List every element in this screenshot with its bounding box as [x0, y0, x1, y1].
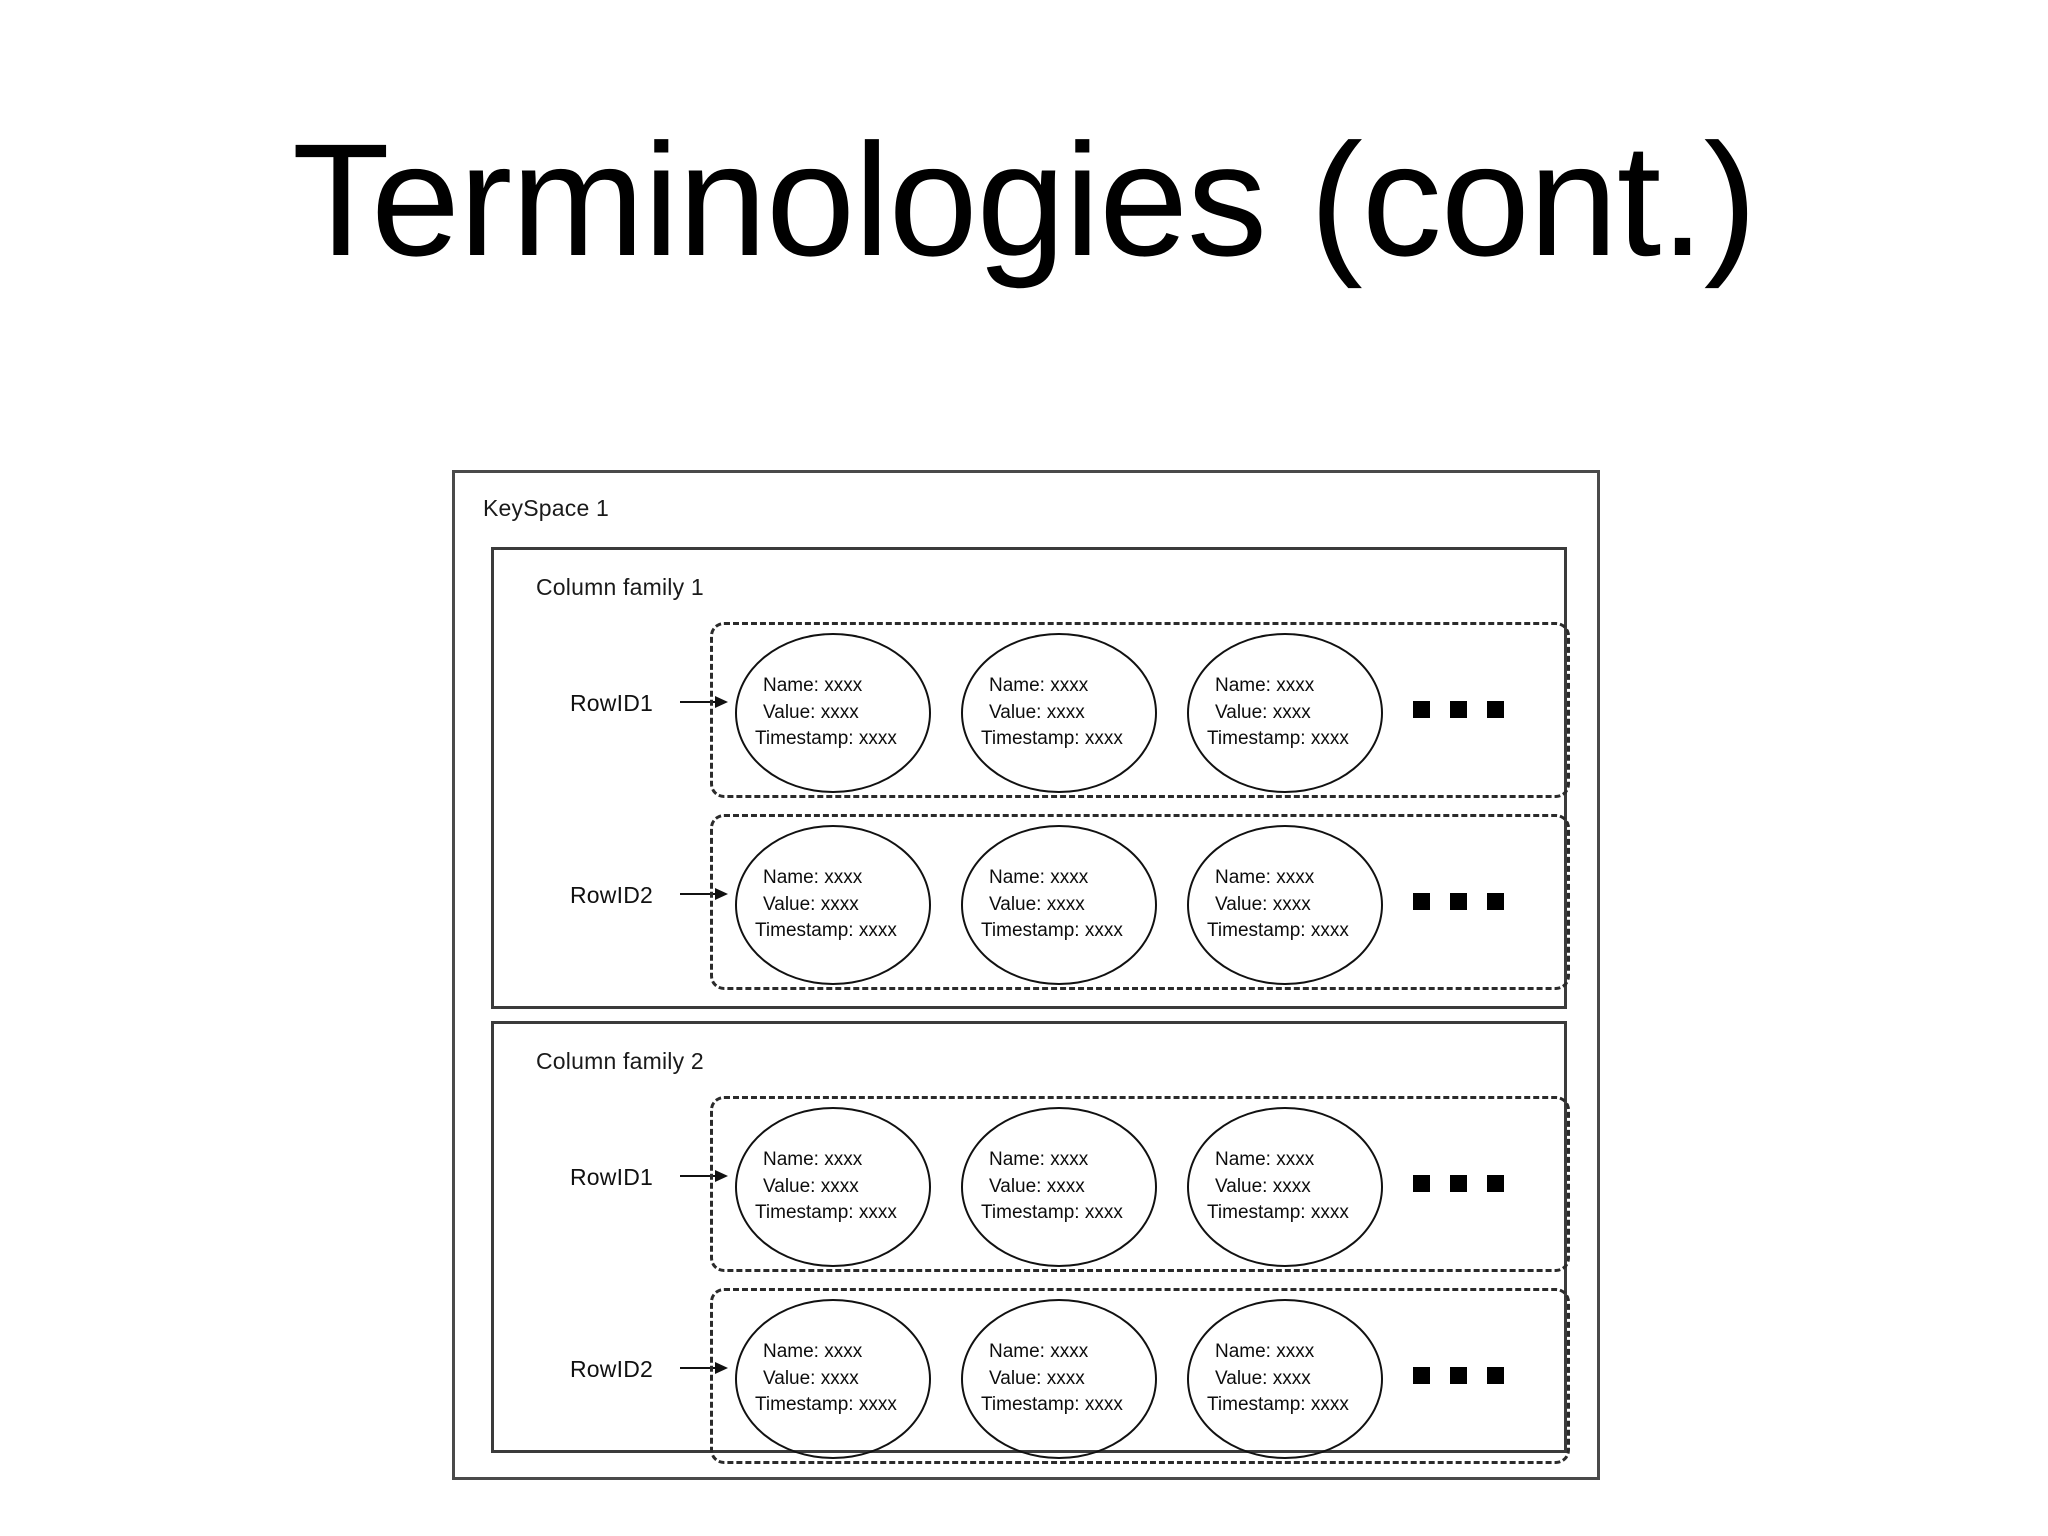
- column-family-1-container: Column family 1 RowID1 Name: xxxx Value:…: [491, 547, 1570, 1009]
- page-title: Terminologies (cont.): [292, 110, 1757, 289]
- column-cell: Name: xxxx Value: xxxx Timestamp: xxxx: [961, 1299, 1157, 1459]
- column-name: Name: xxxx: [989, 674, 1089, 696]
- column-cell: Name: xxxx Value: xxxx Timestamp: xxxx: [1187, 825, 1383, 985]
- column-timestamp: Timestamp: xxxx: [1207, 920, 1349, 942]
- column-name: Name: xxxx: [1215, 1148, 1315, 1170]
- column-name: Name: xxxx: [989, 1148, 1089, 1170]
- column-name: Name: xxxx: [1215, 866, 1315, 888]
- ellipsis-square-icon: [1450, 701, 1467, 718]
- column-name: Name: xxxx: [1215, 1340, 1315, 1362]
- ellipsis-square-icon: [1450, 893, 1467, 910]
- column-family-1-label: Column family 1: [536, 574, 704, 600]
- column-name: Name: xxxx: [763, 674, 863, 696]
- column-cell: Name: xxxx Value: xxxx Timestamp: xxxx: [1187, 633, 1383, 793]
- column-value: Value: xxxx: [763, 1175, 859, 1197]
- column-value: Value: xxxx: [1215, 1175, 1311, 1197]
- column-value: Value: xxxx: [989, 701, 1085, 723]
- ellipsis-square-icon: [1413, 1175, 1430, 1192]
- arrow-right-icon: [680, 696, 728, 708]
- column-value: Value: xxxx: [1215, 1367, 1311, 1389]
- ellipsis-square-icon: [1487, 701, 1504, 718]
- column-timestamp: Timestamp: xxxx: [755, 920, 897, 942]
- ellipsis-icon: [1413, 893, 1504, 910]
- column-timestamp: Timestamp: xxxx: [1207, 728, 1349, 750]
- ellipsis-square-icon: [1487, 893, 1504, 910]
- column-value: Value: xxxx: [989, 893, 1085, 915]
- keyspace-label: KeySpace 1: [483, 495, 610, 521]
- column-cell: Name: xxxx Value: xxxx Timestamp: xxxx: [735, 825, 931, 985]
- column-value: Value: xxxx: [763, 1367, 859, 1389]
- column-cell: Name: xxxx Value: xxxx Timestamp: xxxx: [1187, 1299, 1383, 1459]
- column-timestamp: Timestamp: xxxx: [981, 920, 1123, 942]
- column-timestamp: Timestamp: xxxx: [755, 1202, 897, 1224]
- row-dashed-boundary: Name: xxxx Value: xxxx Timestamp: xxxx N…: [710, 622, 1570, 798]
- column-value: Value: xxxx: [763, 893, 859, 915]
- row-dashed-boundary: Name: xxxx Value: xxxx Timestamp: xxxx N…: [710, 1288, 1570, 1464]
- keyspace-container: KeySpace 1 Column family 1 RowID1 Name: …: [452, 470, 1600, 1480]
- row-container: RowID1 Name: xxxx Value: xxxx Timestamp:…: [494, 622, 1570, 798]
- column-name: Name: xxxx: [1215, 674, 1315, 696]
- ellipsis-icon: [1413, 701, 1504, 718]
- column-timestamp: Timestamp: xxxx: [981, 1394, 1123, 1416]
- column-timestamp: Timestamp: xxxx: [755, 1394, 897, 1416]
- row-dashed-boundary: Name: xxxx Value: xxxx Timestamp: xxxx N…: [710, 814, 1570, 990]
- column-name: Name: xxxx: [763, 1340, 863, 1362]
- row-container: RowID1 Name: xxxx Value: xxxx Timestamp:…: [494, 1096, 1570, 1272]
- column-timestamp: Timestamp: xxxx: [1207, 1202, 1349, 1224]
- row-id-label: RowID1: [570, 1164, 654, 1190]
- row-dashed-boundary: Name: xxxx Value: xxxx Timestamp: xxxx N…: [710, 1096, 1570, 1272]
- column-name: Name: xxxx: [763, 866, 863, 888]
- column-cell: Name: xxxx Value: xxxx Timestamp: xxxx: [961, 1107, 1157, 1267]
- row-id-label: RowID1: [570, 690, 654, 716]
- ellipsis-square-icon: [1450, 1367, 1467, 1384]
- ellipsis-icon: [1413, 1175, 1504, 1192]
- column-family-2-container: Column family 2 RowID1 Name: xxxx Value:…: [491, 1021, 1570, 1464]
- arrow-right-icon: [680, 1170, 728, 1182]
- column-cell: Name: xxxx Value: xxxx Timestamp: xxxx: [961, 633, 1157, 793]
- row-id-label: RowID2: [570, 1356, 654, 1382]
- ellipsis-square-icon: [1413, 701, 1430, 718]
- column-name: Name: xxxx: [763, 1148, 863, 1170]
- column-value: Value: xxxx: [763, 701, 859, 723]
- ellipsis-square-icon: [1487, 1175, 1504, 1192]
- row-container: RowID2 Name: xxxx Value: xxxx Timestamp:…: [494, 814, 1570, 990]
- column-value: Value: xxxx: [1215, 893, 1311, 915]
- column-timestamp: Timestamp: xxxx: [981, 728, 1123, 750]
- arrow-right-icon: [680, 888, 728, 900]
- row-container: RowID2 Name: xxxx Value: xxxx Timestamp:…: [494, 1288, 1570, 1464]
- ellipsis-square-icon: [1413, 1367, 1430, 1384]
- ellipsis-square-icon: [1413, 893, 1430, 910]
- ellipsis-square-icon: [1450, 1175, 1467, 1192]
- column-cell: Name: xxxx Value: xxxx Timestamp: xxxx: [735, 633, 931, 793]
- column-cell: Name: xxxx Value: xxxx Timestamp: xxxx: [735, 1299, 931, 1459]
- column-cell: Name: xxxx Value: xxxx Timestamp: xxxx: [1187, 1107, 1383, 1267]
- column-timestamp: Timestamp: xxxx: [1207, 1394, 1349, 1416]
- column-name: Name: xxxx: [989, 1340, 1089, 1362]
- column-family-2-label: Column family 2: [536, 1048, 704, 1074]
- column-value: Value: xxxx: [1215, 701, 1311, 723]
- row-id-label: RowID2: [570, 882, 654, 908]
- column-value: Value: xxxx: [989, 1175, 1085, 1197]
- column-name: Name: xxxx: [989, 866, 1089, 888]
- column-cell: Name: xxxx Value: xxxx Timestamp: xxxx: [961, 825, 1157, 985]
- ellipsis-square-icon: [1487, 1367, 1504, 1384]
- ellipsis-icon: [1413, 1367, 1504, 1384]
- column-cell: Name: xxxx Value: xxxx Timestamp: xxxx: [735, 1107, 931, 1267]
- column-timestamp: Timestamp: xxxx: [755, 728, 897, 750]
- column-value: Value: xxxx: [989, 1367, 1085, 1389]
- arrow-right-icon: [680, 1362, 728, 1374]
- column-timestamp: Timestamp: xxxx: [981, 1202, 1123, 1224]
